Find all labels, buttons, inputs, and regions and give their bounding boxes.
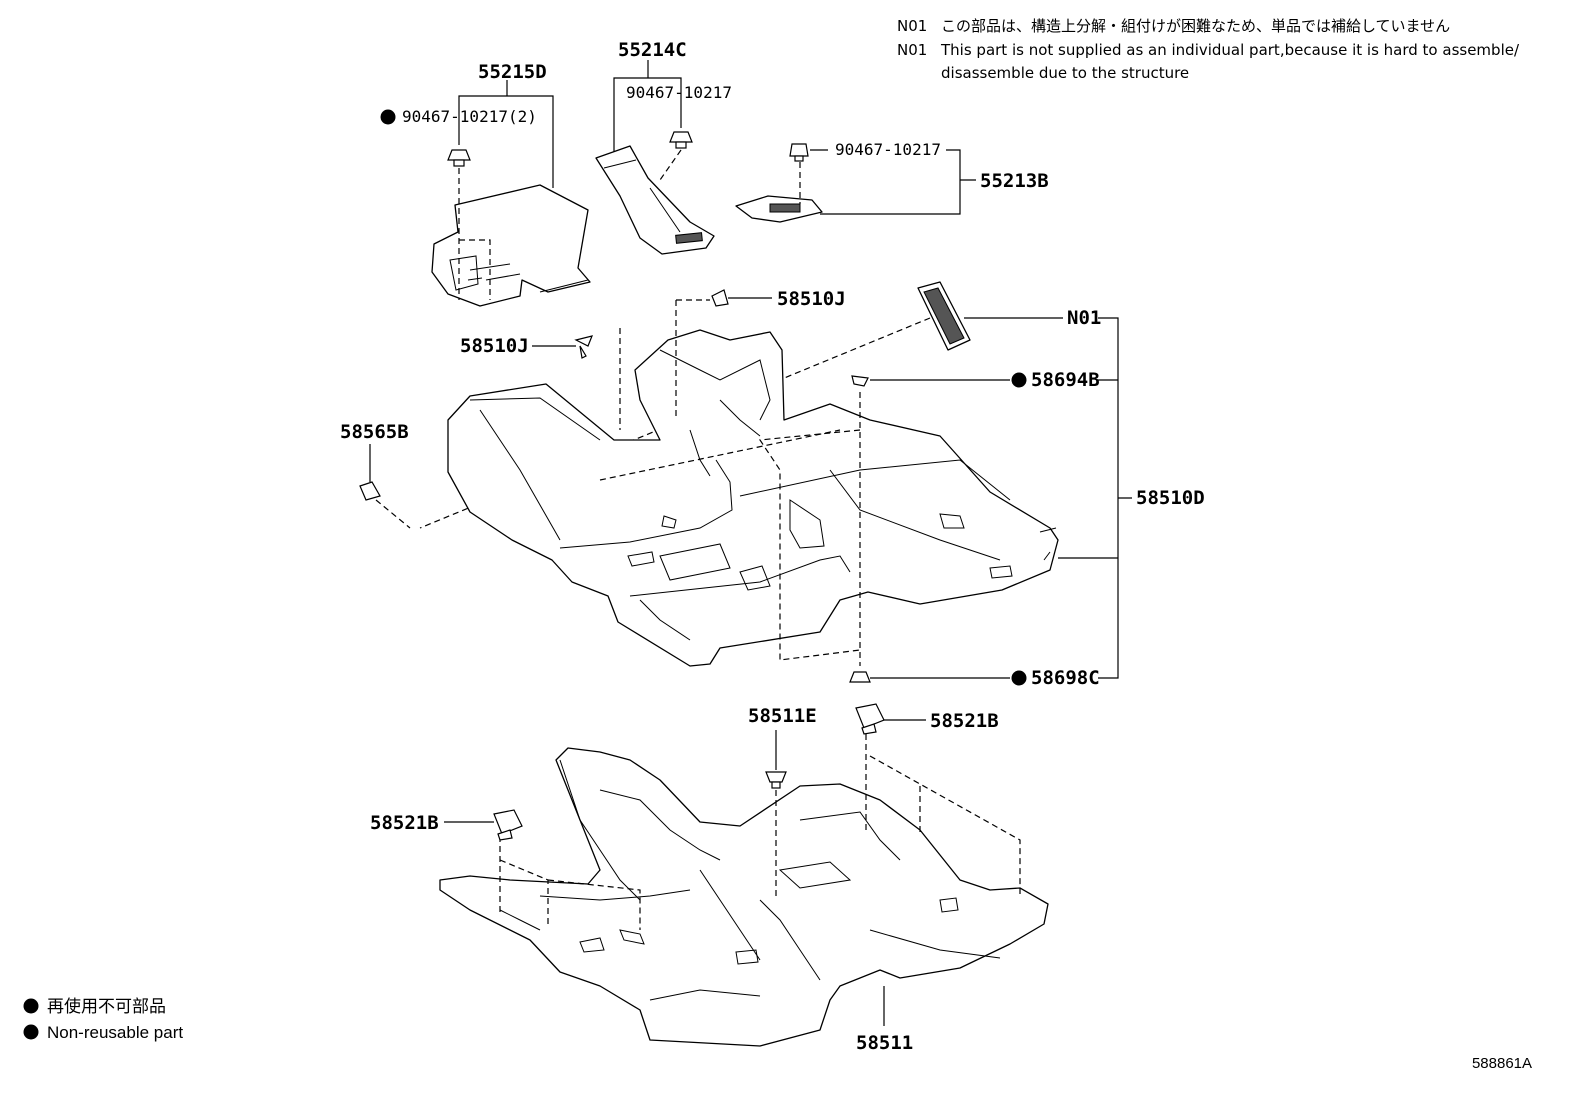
leader-55215D — [458, 95, 554, 188]
label-58510D: 58510D — [1136, 487, 1205, 509]
label-58510J-top: 58510J — [777, 288, 846, 310]
retainer-58521B-left-icon — [493, 809, 523, 841]
label-58511E: 58511E — [748, 705, 817, 727]
label-58511: 58511 — [856, 1032, 913, 1054]
clip-58510J-top-icon — [711, 289, 729, 307]
nonreusable-dot-58698C — [1011, 670, 1027, 686]
label-58521B-left: 58521B — [370, 812, 439, 834]
illustration-number: 588861A — [1472, 1055, 1532, 1072]
note-block: N01 この部品は、構造上分解・組付けが困難なため、単品では補給していません N… — [897, 17, 1520, 82]
clip-90467-2-icon — [447, 149, 471, 167]
note-code-ja: N01 — [897, 17, 927, 35]
part-55215D-drawing — [431, 184, 591, 307]
label-N01: N01 — [1067, 307, 1101, 329]
clip-58698C-icon — [849, 671, 871, 683]
clip-90467-55213B-icon — [789, 143, 809, 162]
legend-text-en: Non-reusable part — [47, 1023, 183, 1042]
label-55213B: 55213B — [980, 170, 1049, 192]
retainer-58521B-right-icon — [855, 703, 885, 735]
label-58698C: 58698C — [1031, 667, 1100, 689]
leader-55213B — [820, 149, 976, 215]
clip-58565B-icon — [359, 481, 381, 501]
label-90467-10217-b: 90467-10217 — [835, 140, 941, 159]
clip-58510J-left-icon — [574, 335, 593, 359]
legend-dot-ja — [23, 998, 39, 1014]
clip-58511E-icon — [765, 771, 787, 789]
nonreusable-dot-58694B — [1011, 372, 1027, 388]
label-58521B-right: 58521B — [930, 710, 999, 732]
label-90467-10217-c: 90467-10217 — [626, 83, 732, 102]
legend: 再使用不可部品 Non-reusable part — [23, 996, 183, 1042]
note-text-en-cont: disassemble due to the structure — [941, 64, 1189, 82]
label-55215D: 55215D — [478, 61, 547, 83]
part-58510D-carpet-drawing — [447, 329, 1059, 667]
legend-dot-en — [23, 1024, 39, 1040]
legend-text-ja: 再使用不可部品 — [47, 996, 166, 1016]
part-55213B-drawing — [735, 195, 823, 223]
note-text-ja: この部品は、構造上分解・組付けが困難なため、単品では補給していません — [941, 17, 1450, 35]
note-text-en: This part is not supplied as an individu… — [940, 41, 1520, 59]
part-55214C-drawing — [595, 145, 715, 255]
nonreusable-dot-90467-2 — [380, 109, 396, 125]
leader-58510D-bracket — [1058, 317, 1132, 679]
label-90467-10217-2: 90467-10217(2) — [402, 107, 537, 126]
clip-90467-55214C-icon — [669, 131, 693, 149]
clip-58694B-icon — [851, 375, 869, 387]
label-58510J-left: 58510J — [460, 335, 529, 357]
note-code-en: N01 — [897, 41, 927, 59]
part-58511-carpet-drawing — [439, 747, 1049, 1047]
label-58694B: 58694B — [1031, 369, 1100, 391]
label-58565B: 58565B — [340, 421, 409, 443]
label-55214C: 55214C — [618, 39, 687, 61]
part-N01-drawing — [917, 281, 971, 351]
